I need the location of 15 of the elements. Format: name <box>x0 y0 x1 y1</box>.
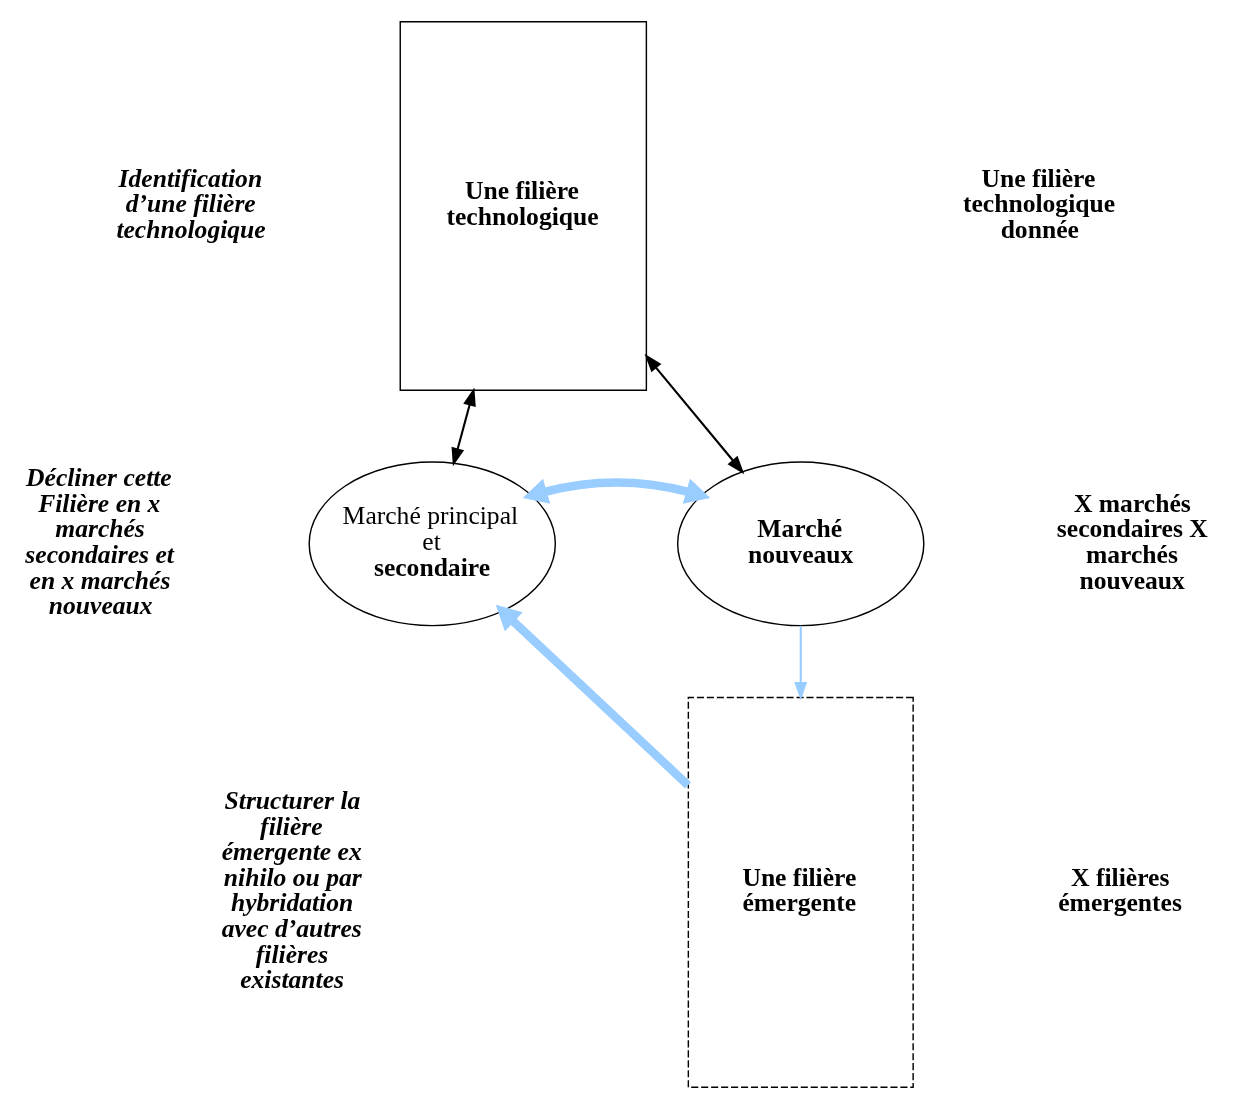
node-box: Une filière émergente <box>687 696 914 1088</box>
arrow <box>644 353 745 475</box>
node-ellipse: Marché principal et secondaire <box>308 461 557 627</box>
arrow <box>451 387 476 467</box>
label: Décliner cette Filière en x marchés secondaires et en x marchés nouveaux <box>25 463 174 621</box>
arrow <box>495 604 691 789</box>
label: Une filière technologique donnée <box>962 163 1116 244</box>
arrow <box>794 625 808 701</box>
label: Structurer la filière émergente ex nihilo ou par hybridation avec d’autres filières existantes <box>221 786 362 995</box>
label: X marchés secondaires X marchés nouveaux <box>1056 488 1208 595</box>
node-ellipse: Marché nouveaux <box>676 461 925 627</box>
node-box: Une filière technologique <box>399 21 648 391</box>
label: Identification d’une filière technologique <box>116 163 266 244</box>
arrow <box>522 478 711 504</box>
label: X filières émergentes <box>1058 862 1182 918</box>
